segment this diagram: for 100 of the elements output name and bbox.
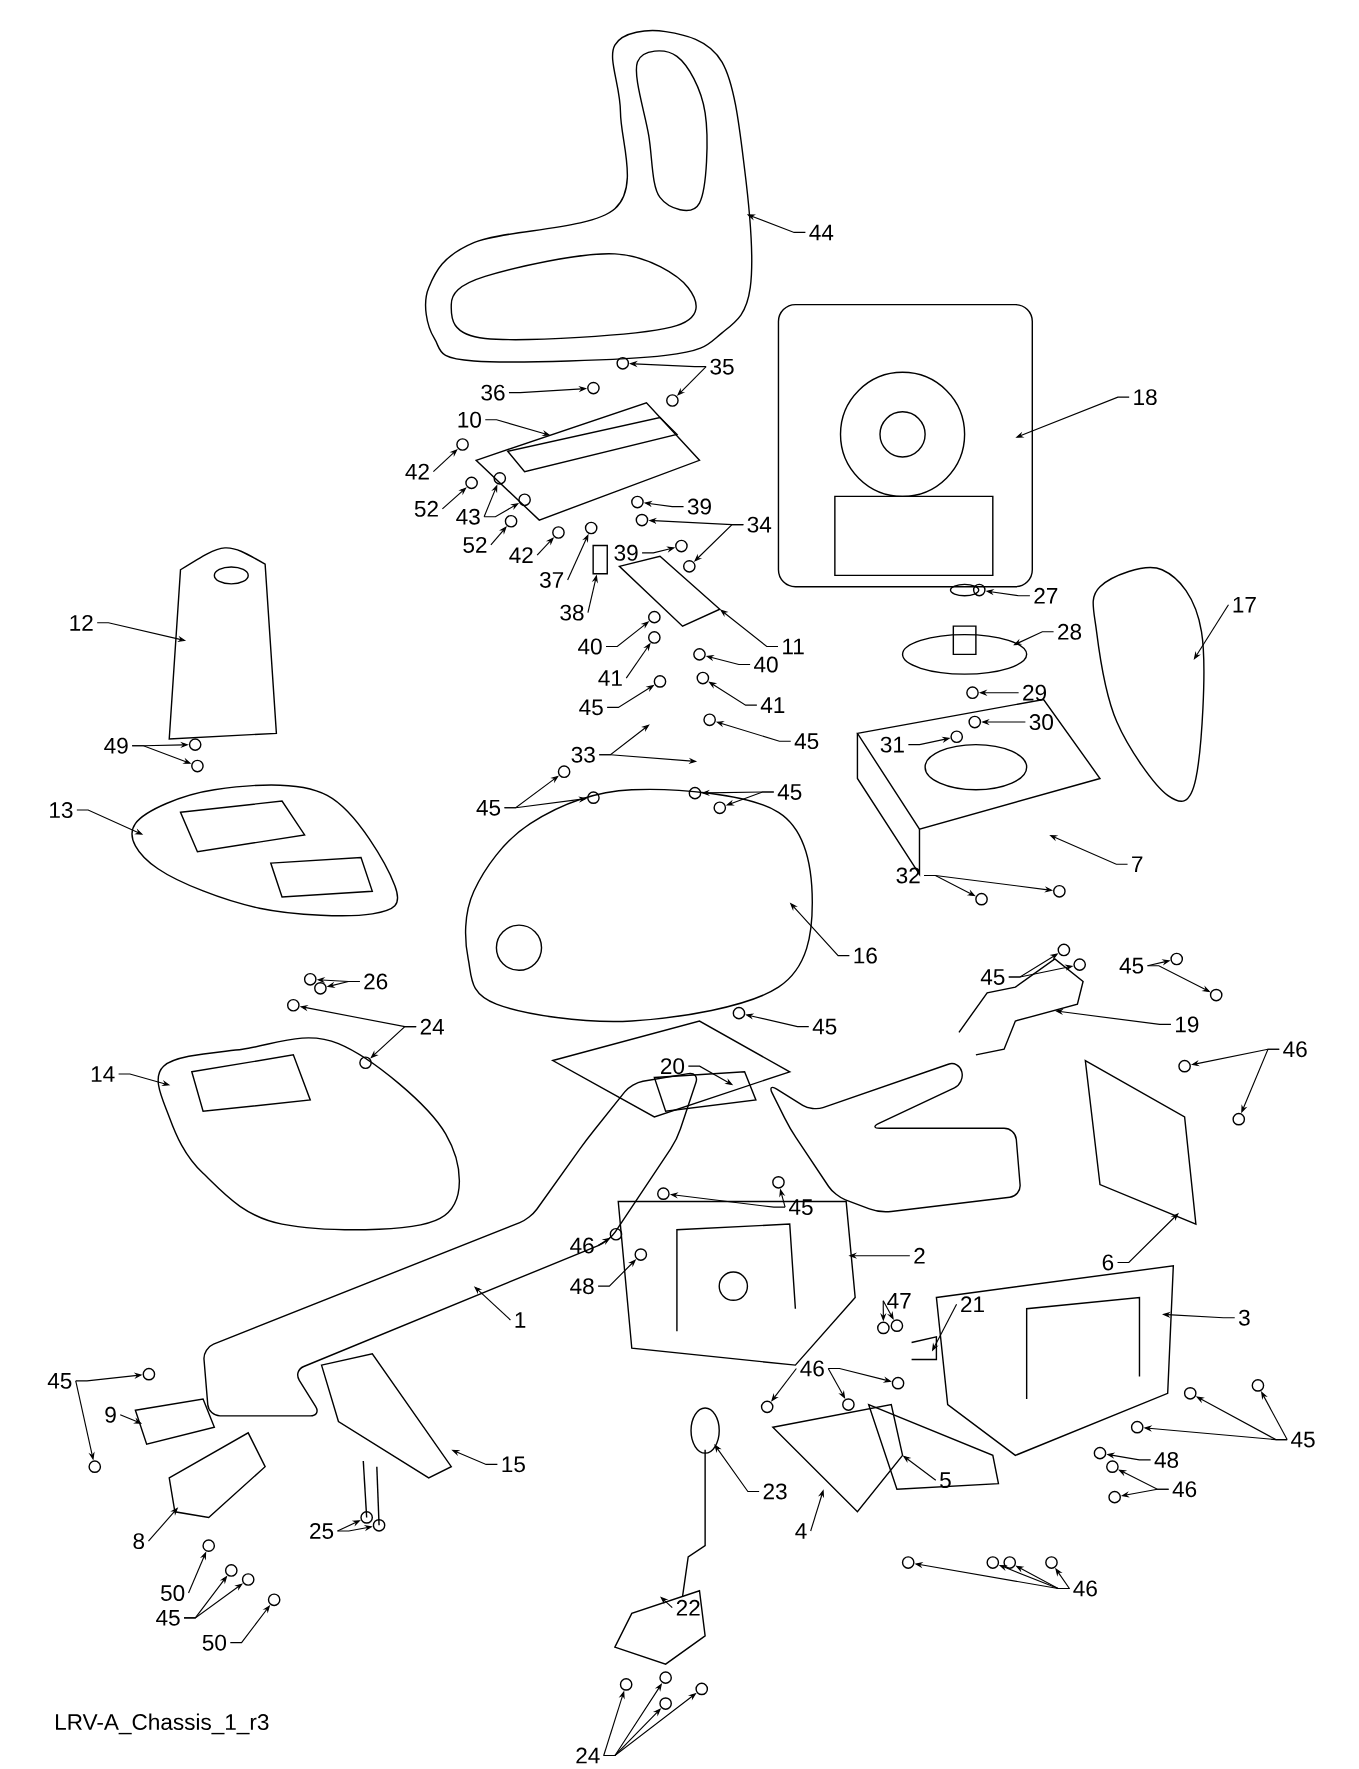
callout-number: 50	[160, 1585, 185, 1601]
leader-line	[602, 1708, 661, 1757]
fastener	[682, 560, 696, 573]
callout-number: 39	[687, 498, 711, 515]
fastener	[635, 513, 649, 527]
callout-number: 34	[747, 516, 771, 533]
callout-number: 13	[49, 802, 73, 819]
callout-number: 46	[1073, 1580, 1097, 1597]
fastener	[890, 1319, 904, 1332]
fastener	[372, 1519, 386, 1532]
callout-number: 38	[560, 604, 584, 621]
callout-number: 45	[155, 1609, 180, 1626]
callout-number: 49	[103, 737, 128, 754]
pin	[592, 544, 608, 575]
callout-number: 52	[414, 500, 438, 517]
fastener	[493, 472, 506, 485]
callout-number: 22	[676, 1599, 700, 1616]
callout-number: 42	[405, 463, 429, 480]
fastener	[703, 713, 716, 727]
callout-number: 14	[91, 1066, 115, 1082]
fastener	[634, 1248, 647, 1261]
fastener	[1093, 1446, 1107, 1460]
callout-number: 6	[1102, 1254, 1113, 1271]
callout-number: 41	[760, 697, 785, 713]
callout-number: 18	[1134, 389, 1157, 406]
callout-number: 46	[1282, 1041, 1307, 1058]
callout-number: 27	[1034, 587, 1058, 604]
leader-line	[483, 503, 519, 518]
fastener	[968, 715, 981, 729]
fastener	[518, 493, 531, 507]
callout-number: 44	[809, 224, 833, 241]
fastener	[1209, 988, 1223, 1002]
callout-number: 2	[914, 1247, 925, 1264]
fastener	[619, 1678, 633, 1691]
callout-number: 45	[476, 799, 500, 816]
callout-number: 45	[812, 1018, 837, 1035]
fastener	[1178, 1059, 1191, 1073]
callout-number: 45	[1119, 957, 1143, 974]
leader-line	[1049, 834, 1128, 865]
fastener	[142, 1367, 156, 1381]
fastener	[584, 521, 598, 535]
fastener	[1251, 1379, 1265, 1392]
callout-number: 8	[133, 1533, 144, 1550]
fastener	[286, 998, 300, 1012]
fastener	[692, 648, 706, 661]
callout-number: 16	[854, 947, 877, 964]
leader-line	[490, 526, 507, 546]
fastener	[1044, 1556, 1058, 1569]
fastener	[841, 1398, 855, 1411]
fastener	[202, 1539, 215, 1552]
callout-number: 21	[960, 1296, 984, 1313]
callout-number: 48	[569, 1278, 594, 1295]
callout-number: 45	[794, 733, 819, 750]
callout-number: 28	[1057, 623, 1081, 640]
fastener	[659, 1697, 672, 1710]
callout-number: 46	[1172, 1481, 1196, 1498]
fastener	[1183, 1387, 1197, 1400]
fastener	[1073, 958, 1086, 971]
fastener	[965, 686, 979, 700]
fastener	[647, 610, 661, 624]
callout-number: 33	[571, 746, 595, 763]
fastener	[950, 730, 963, 744]
fastener	[986, 1556, 999, 1569]
callout-number: 11	[782, 638, 804, 655]
fastener	[1170, 952, 1183, 966]
callout-number: 45	[47, 1373, 72, 1389]
fastener	[1057, 943, 1070, 957]
fastener	[974, 892, 988, 906]
fastener	[1232, 1112, 1245, 1126]
leader-line	[708, 681, 758, 706]
callout-number: 39	[614, 544, 638, 561]
drawing-number: LRV-A_Chassis_1_r3	[55, 1713, 269, 1735]
callout-number: 46	[800, 1360, 824, 1377]
callout-number: 31	[880, 736, 904, 753]
callout-number: 45	[788, 1199, 813, 1216]
callout-number: 15	[502, 1456, 525, 1473]
callout-number: 25	[309, 1523, 333, 1539]
fastener	[616, 356, 629, 370]
callout-number: 45	[578, 699, 603, 716]
callout-number: 46	[569, 1237, 594, 1254]
callout-number: 30	[1029, 714, 1053, 731]
fastener	[771, 1176, 785, 1189]
callout-number: 24	[576, 1747, 600, 1764]
fastener	[586, 791, 600, 804]
callout-number: 9	[105, 1406, 116, 1423]
fastener	[647, 631, 661, 644]
fastener	[360, 1511, 373, 1524]
fastener	[653, 675, 667, 688]
callout-number: 19	[1175, 1016, 1199, 1033]
callout-number: 45	[1290, 1431, 1315, 1448]
fastener	[504, 514, 518, 528]
fastener	[267, 1593, 281, 1607]
leader-line	[1193, 604, 1229, 660]
fastener	[1130, 1420, 1144, 1434]
fastener	[1108, 1490, 1121, 1504]
callout-number: 10	[458, 411, 481, 428]
callout-number: 43	[455, 508, 480, 525]
callout-number: 4	[795, 1523, 807, 1539]
callout-number: 12	[70, 614, 93, 631]
fastener	[659, 1671, 672, 1684]
